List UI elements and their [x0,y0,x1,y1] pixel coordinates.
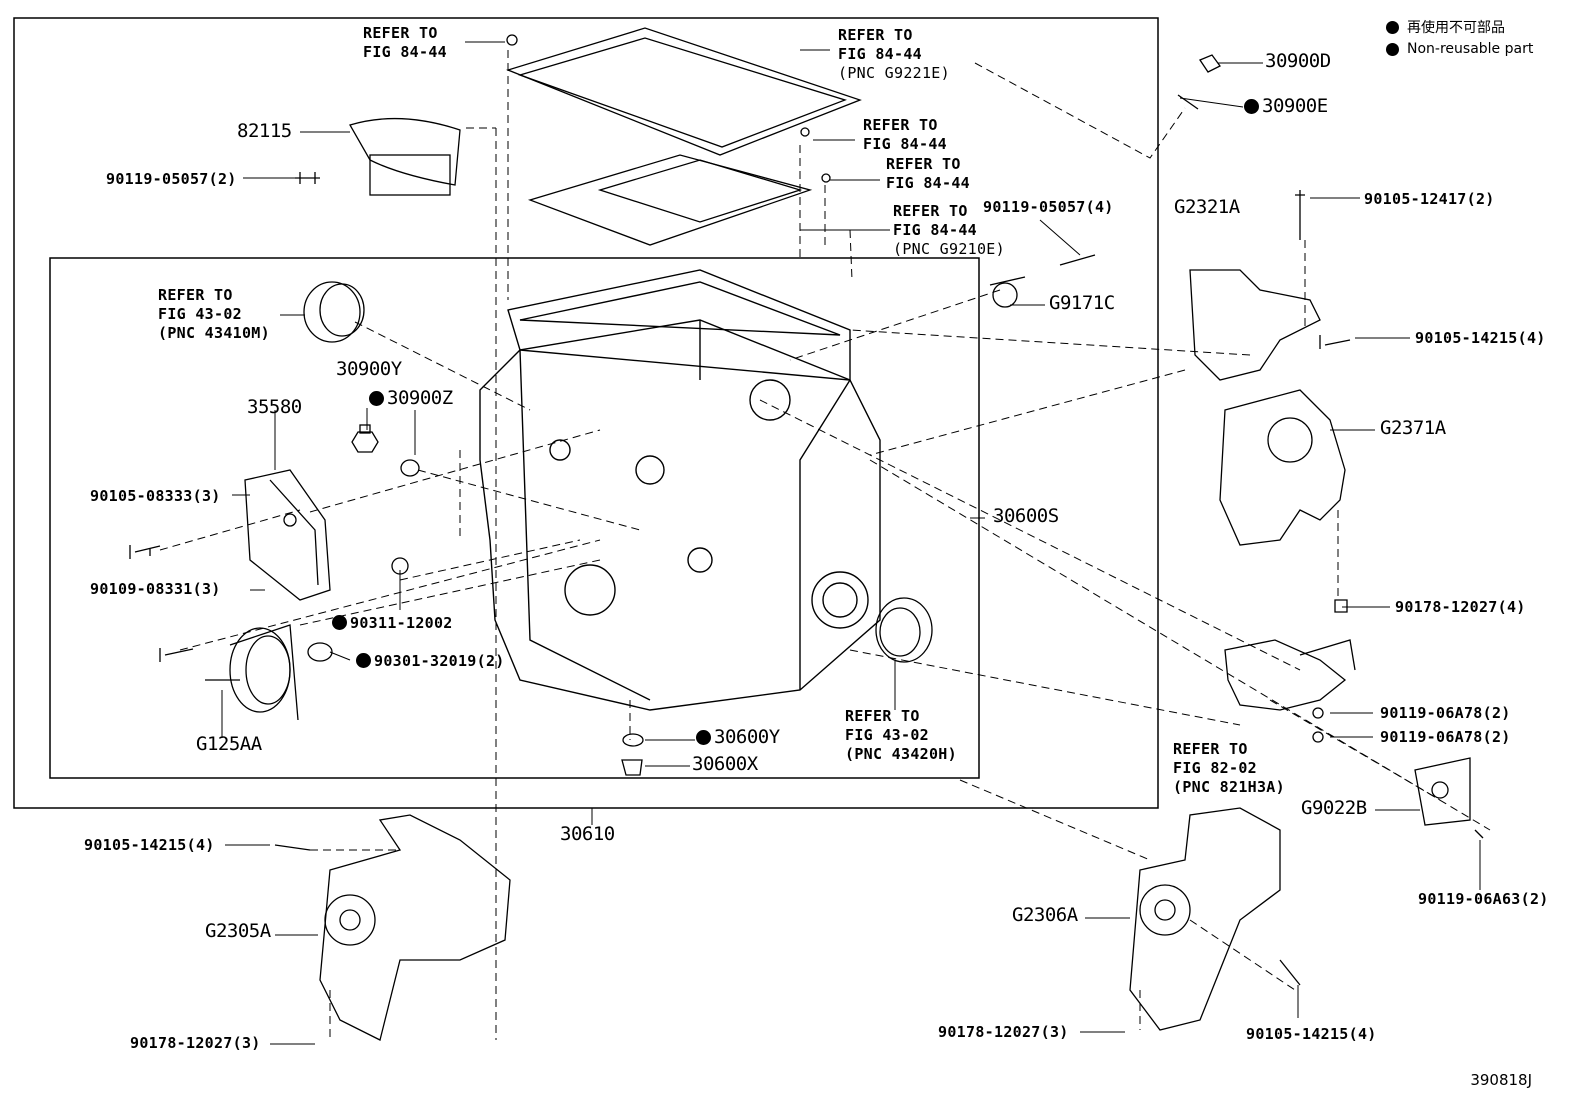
part-label: 90119-06A78(2) [1380,704,1511,722]
part-label: 30600Y [696,728,780,747]
part-label: 90178-12027(3) [130,1034,261,1052]
outer-frame [13,17,1159,809]
legend-line-2: Non-reusable part [1407,41,1534,57]
part-label: 90119-05057(2) [106,170,237,188]
part-label: 90105-14215(4) [1246,1025,1377,1043]
part-label: 90119-06A78(2) [1380,728,1511,746]
part-label: 90178-12027(3) [938,1023,1069,1041]
solid-leaders [221,41,1481,1045]
part-label: 90105-08333(3) [90,487,221,505]
sensor-g9171c [989,254,1096,308]
part-label: 90105-14215(4) [1415,329,1546,347]
nonreusable-dot-icon [1244,99,1259,114]
part-label: G2305A [205,920,271,942]
mount-g2371a [1219,389,1348,613]
nonreusable-dot-icon [332,615,347,630]
oring-90301 [307,642,333,662]
part-label: 30900D [1265,50,1331,72]
nonreusable-dot-icon [1386,20,1399,34]
part-label: 82115 [237,120,292,142]
plug-30900d [1199,54,1221,73]
part-label: 90119-06A63(2) [1418,890,1549,908]
part-label: 90119-05057(4) [983,198,1114,216]
part-label: 90105-12417(2) [1364,190,1495,208]
part-label: 90311-12002 [332,614,453,633]
pin-30900e [1177,94,1199,110]
part-label: G2371A [1380,417,1446,439]
bolts-left [129,545,194,662]
part-label: 35580 [247,396,302,418]
part-label: 90178-12027(4) [1395,598,1526,616]
transmission-case [479,269,881,711]
part-label: 90301-32019(2) [356,652,505,671]
part-label: G2306A [1012,904,1078,926]
oil-seal-43410m [303,281,365,343]
part-label: G9022B [1301,797,1367,819]
plug-30900y [351,424,379,453]
nonreusable-dot-icon [696,730,711,745]
oil-cooler-g125aa [205,624,299,721]
part-label: G9171C [1049,292,1115,314]
part-label: 30900E [1244,97,1328,116]
gasket-30600y [622,733,644,747]
mount-g2305a [274,814,511,1041]
part-label: 90105-14215(4) [84,836,215,854]
part-label: G125AA [196,733,262,755]
mount-g2321a [1189,190,1351,381]
oring-30900z [400,459,420,477]
part-label: 30900Z [369,389,453,408]
mount-g2306a [1129,807,1301,1031]
nonreusable-dot-icon [369,391,384,406]
legend-line-1: 再使用不可部品 [1407,20,1505,36]
plug-30600x [621,759,643,776]
diagram-id: 390818J [1470,1071,1532,1089]
nonreusable-dot-icon [1386,42,1399,56]
nonreusable-dot-icon [356,653,371,668]
oil-pan-cover [506,27,862,156]
legend: 再使用不可部品 Non-reusable part [1386,16,1533,60]
part-label: 30600S [993,505,1059,527]
dashed-leaders [159,50,1491,1040]
part-label: 30900Y [336,358,402,380]
seal-90311 [391,557,409,575]
part-label: 90109-08331(3) [90,580,221,598]
harness-82115 [295,117,461,196]
part-label: 30610 [560,823,615,845]
pump-cover-35580 [244,469,331,601]
bracket-821h3a [1224,639,1356,743]
part-label: 30600X [692,753,758,775]
part-label: G2321A [1174,196,1240,218]
bracket-g9022b [1414,757,1484,839]
oil-seal-43420h [875,597,933,663]
cover-plate [527,127,831,246]
